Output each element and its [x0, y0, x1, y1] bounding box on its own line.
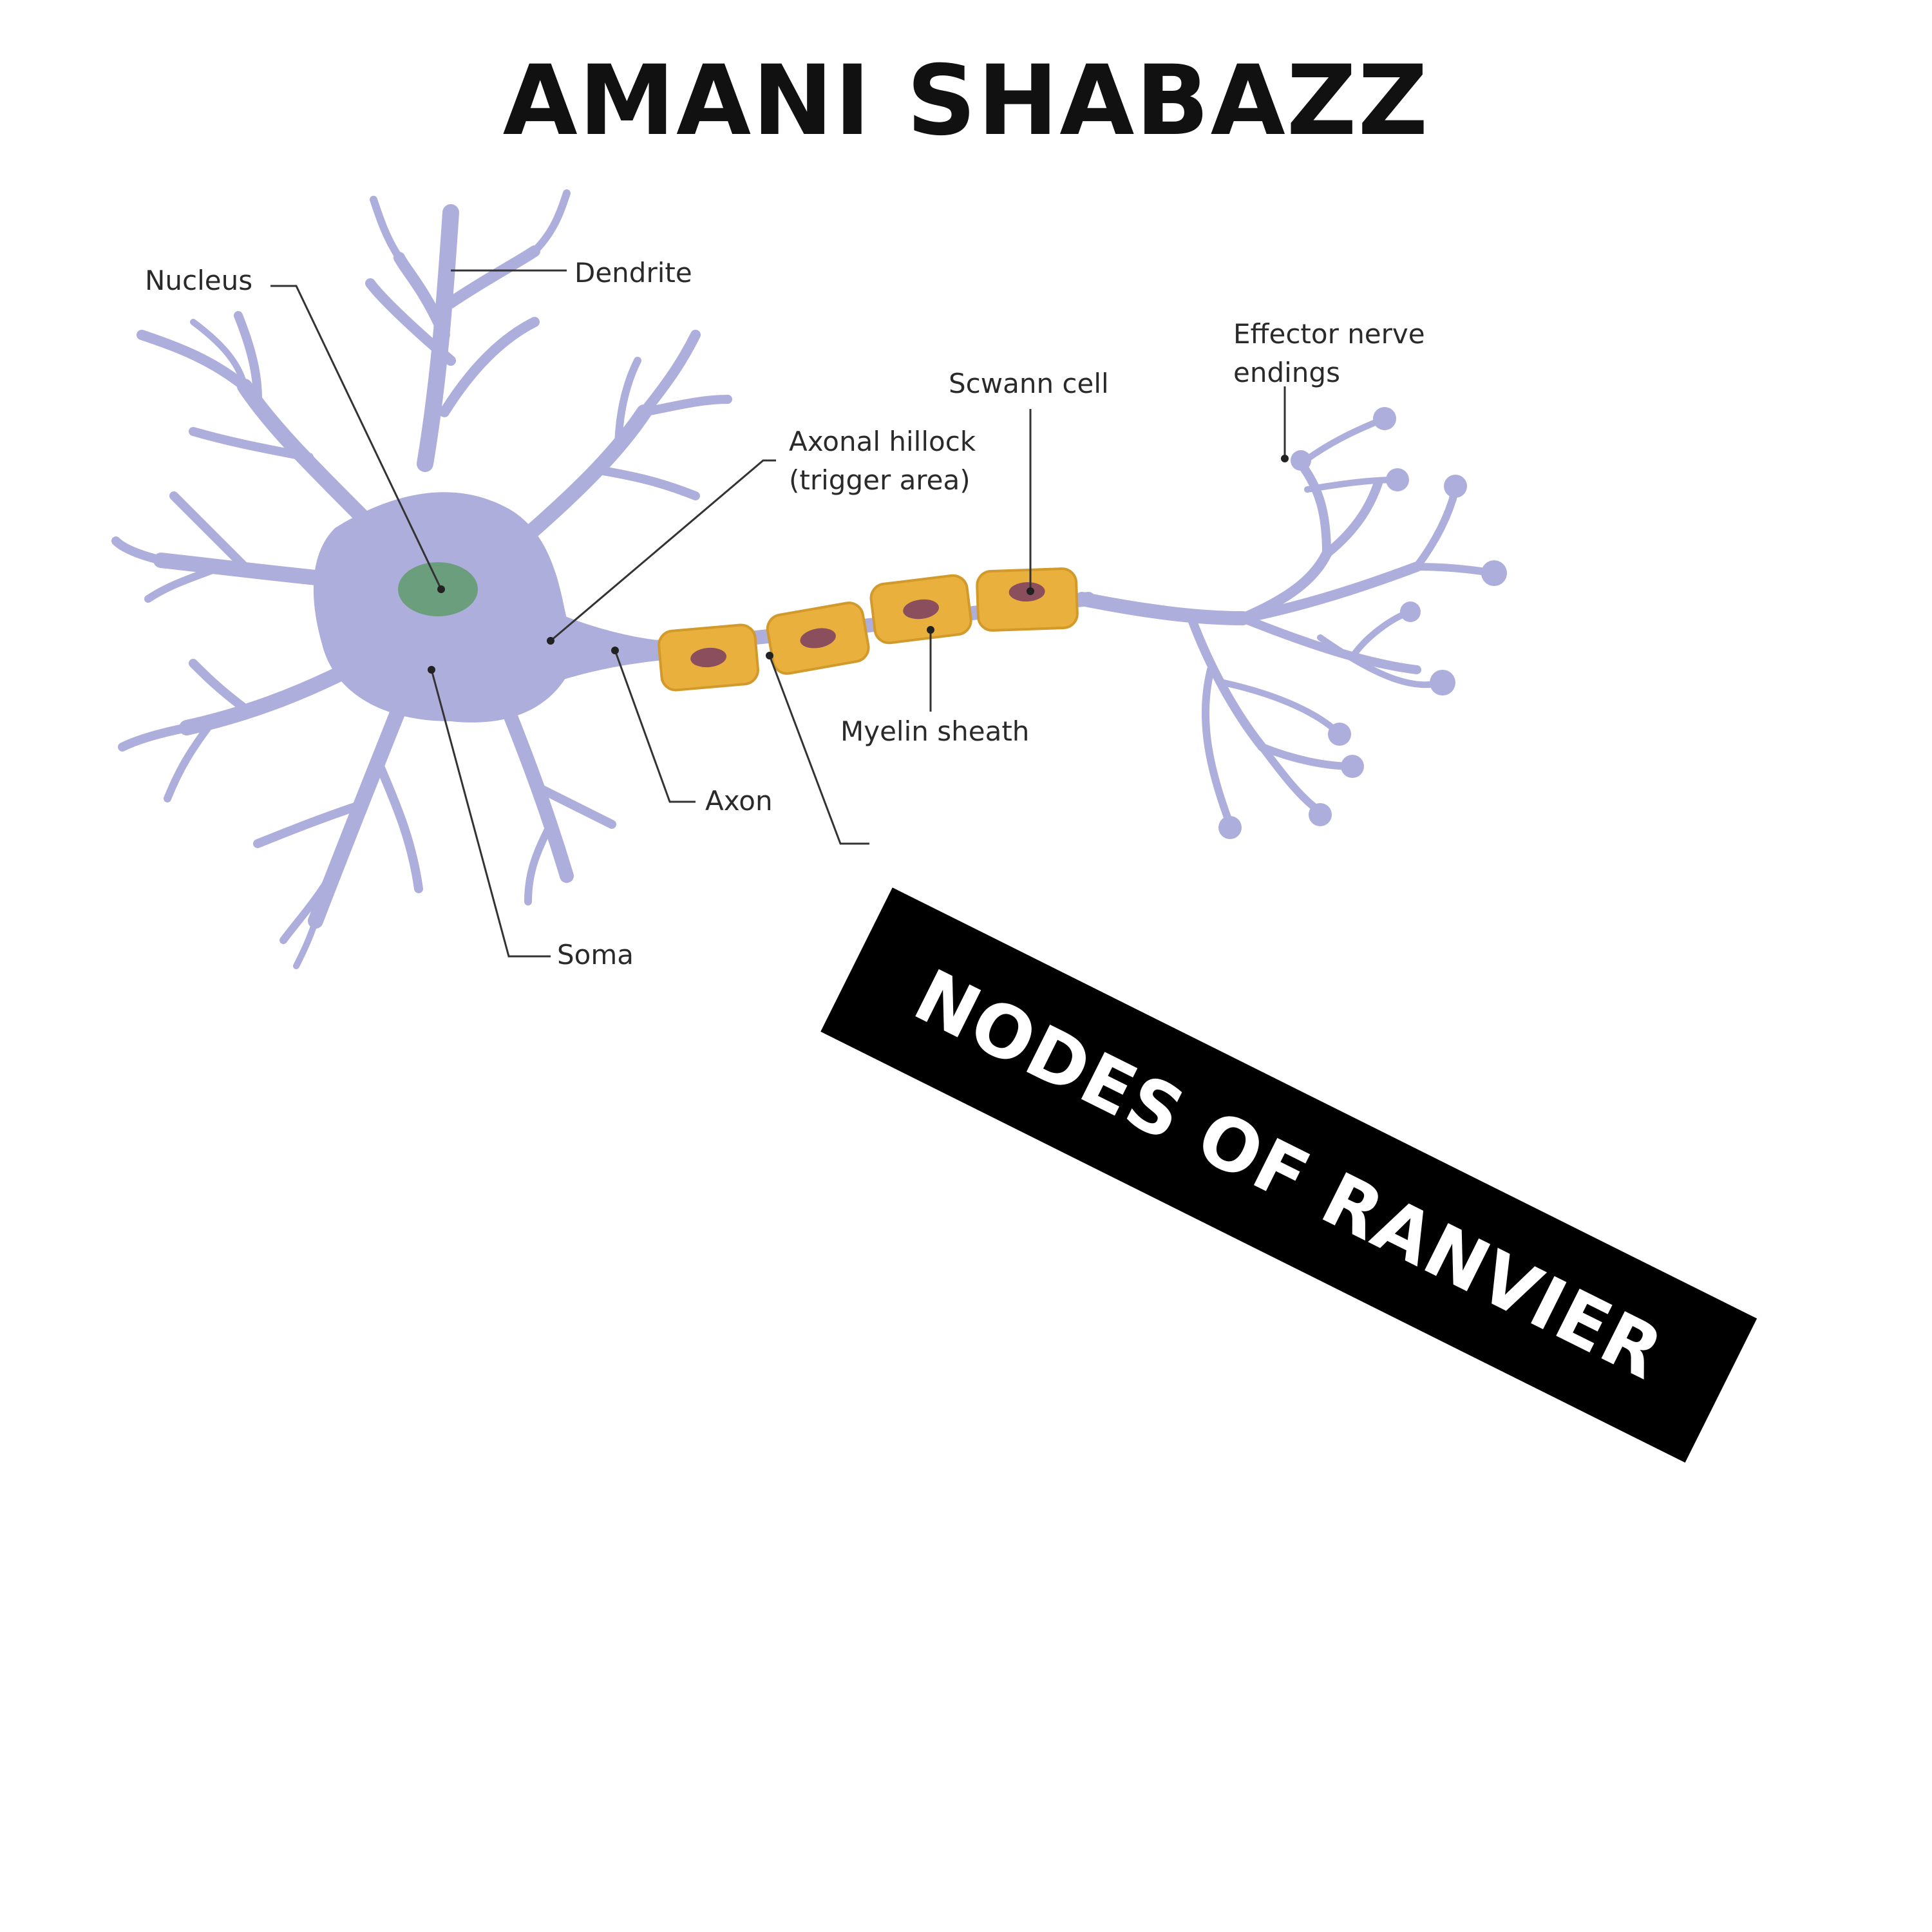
page-title: AMANI SHABAZZ: [502, 45, 1430, 157]
leader-lines: [270, 269, 1289, 958]
label-myelin-sheath: Myelin sheath: [840, 715, 1029, 747]
axonal-hillock-leader: [550, 459, 776, 642]
label-nucleus: Nucleus: [145, 265, 252, 296]
label-dendrite: Dendrite: [574, 257, 692, 289]
label-soma: Soma: [557, 939, 634, 971]
myelin-sheath-segments: [658, 567, 1079, 692]
label-effector-line2: endings: [1233, 357, 1340, 388]
ranvier-leader: [768, 655, 869, 845]
neuron-illustration: [111, 189, 1507, 969]
soma-leader: [430, 669, 551, 958]
terminal-bulbs: [1218, 407, 1507, 839]
soma-body: [313, 492, 644, 723]
label-axonal-hillock-line1: Axonal hillock: [789, 426, 976, 457]
axon-leader: [614, 650, 696, 803]
axon-hillock-shape: [554, 612, 663, 683]
label-axonal-hillock-line2: (trigger area): [789, 464, 971, 496]
label-effector-line1: Effector nerve: [1233, 318, 1425, 350]
dendrites: [111, 189, 732, 969]
diagram-labels: Nucleus Dendrite Effector nerve endings …: [145, 257, 1425, 971]
label-axon: Axon: [705, 785, 773, 817]
label-schwann-cell: Scwann cell: [949, 368, 1109, 399]
effector-nerve-endings: [1075, 415, 1498, 828]
nucleus-leader: [270, 285, 442, 590]
